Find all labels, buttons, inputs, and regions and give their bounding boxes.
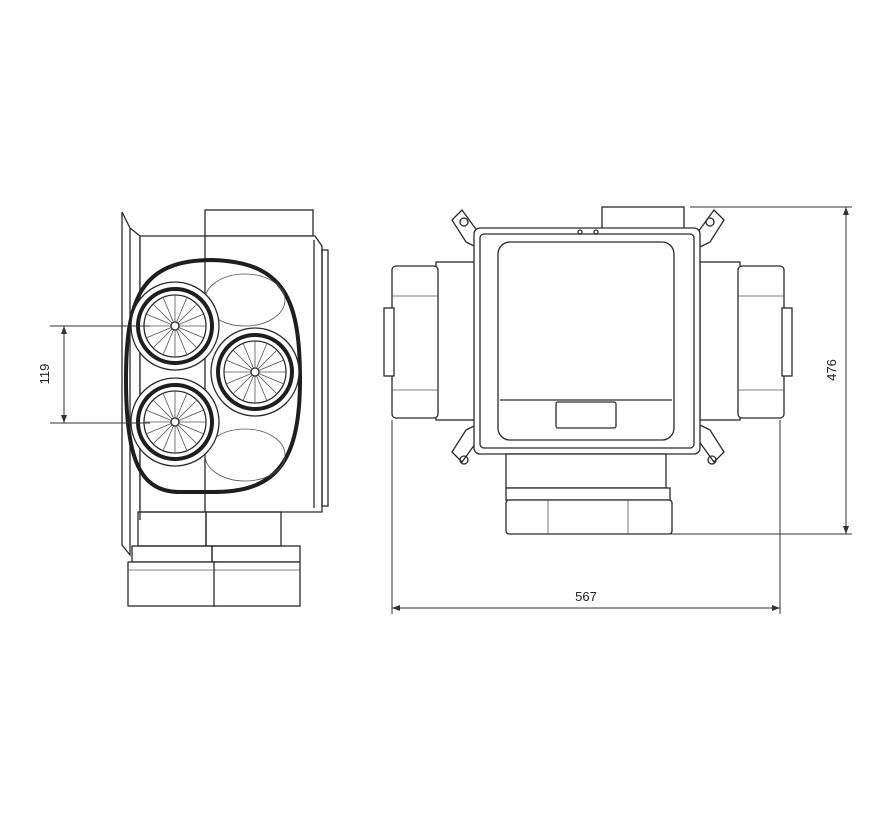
dimension-476: 476 [668,206,852,535]
side-bottom-spigot-right [213,561,301,607]
front-top-spigot [601,206,685,230]
dimension-567: 567 [391,420,781,614]
side-flange-plate [121,211,131,557]
outlet-lower [130,377,220,467]
front-left-spigot [383,261,477,421]
front-view: 476 567 [383,206,852,614]
side-bottom-spigot-left [127,561,217,607]
front-right-spigot [699,261,793,421]
dimension-label-119: 119 [37,364,52,385]
dimension-label-567: 567 [575,589,597,604]
panel-button [555,401,617,429]
dimension-119: 119 [37,325,150,424]
outlet-right [210,327,300,417]
side-right-rib [321,249,329,507]
side-top-spigot [204,209,314,237]
dimension-label-476: 476 [824,359,839,381]
front-bottom-spigot [505,453,673,535]
side-view: 119 [37,209,329,607]
mounting-bracket-br [697,422,725,465]
mounting-bracket-tr [697,209,725,250]
front-panel [497,241,675,441]
